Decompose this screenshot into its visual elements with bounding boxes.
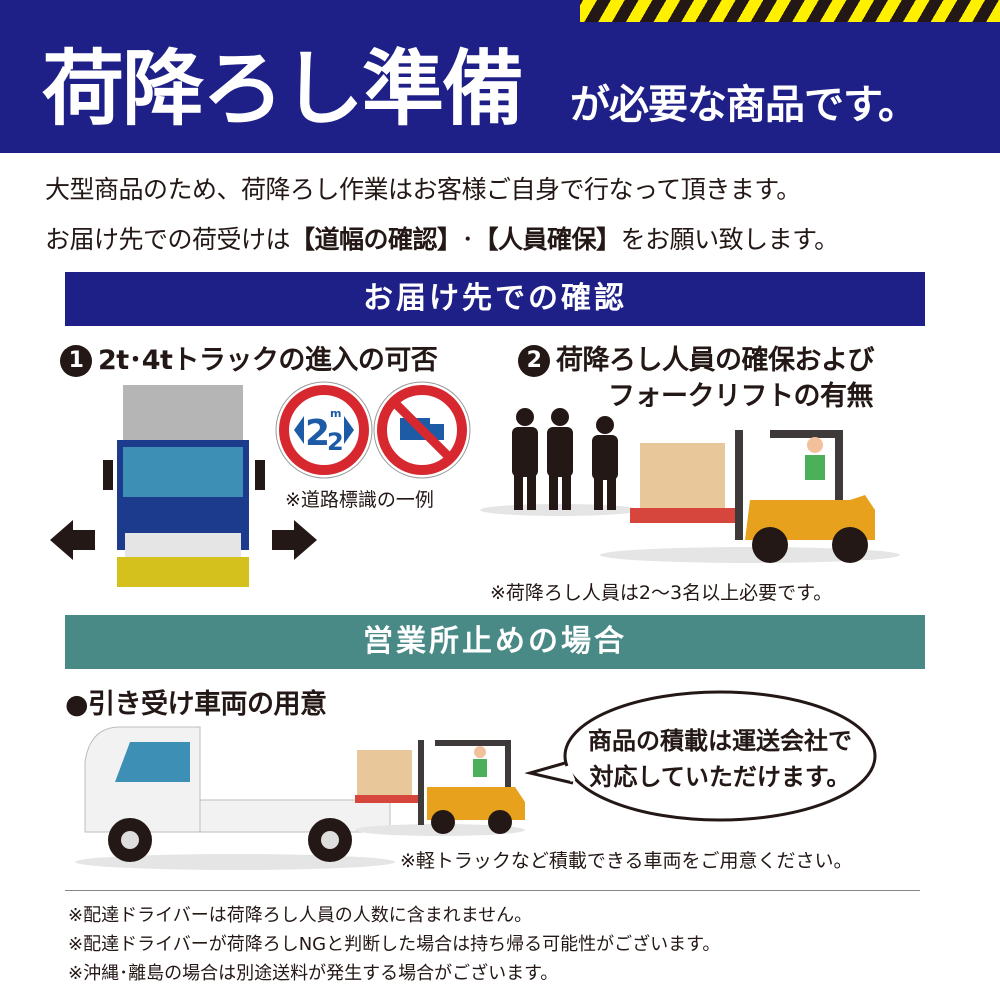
intro-text: お届け先での荷受けは [45,225,291,254]
pickup-vehicle-heading: ●引き受け車両の用意 [65,689,327,720]
item2-label: 荷降ろし人員の確保および [556,345,875,376]
divider [65,890,920,891]
section-office-pickup-title: 営業所止めの場合 [65,615,925,669]
separator: ･ [461,225,475,254]
light-truck-illustration [75,726,525,870]
page-title-suffix: が必要な商品です。 [570,82,918,128]
number-badge: 2 [518,345,550,377]
road-width-check: 【道幅の確認】 [290,225,462,254]
speech-bubble-text: 商品の積載は運送会社で 対応していただけます。 [570,723,870,795]
speech-bubble [525,690,877,822]
header-banner [0,0,1000,153]
vehicle-note: ※軽トラックなど積載できる車両をご用意ください。 [400,850,853,872]
road-signs: 2 2 m [275,381,471,479]
bubble-line-2: 対応していただけます。 [589,763,851,791]
height-limit-unit: m [330,407,341,420]
staff-secure: 【人員確保】 [473,225,622,254]
staff-forklift-illustration [480,408,900,563]
height-limit-value: 2 [305,413,330,454]
footnote: ※沖縄･離島の場合は別途送料が発生する場合がございます。 [68,963,559,984]
hazard-stripes [580,0,1000,22]
item1-label: 2t･4tトラックの進入の可否 [98,345,438,376]
sign-note: ※道路標識の一例 [285,489,434,511]
bubble-line-1: 商品の積載は運送会社で [588,727,852,755]
number-badge: 1 [60,345,92,377]
item2-label-line2: フォークリフトの有無 [608,381,874,412]
footnote: ※配達ドライバーは荷降ろし人員の人数に含まれません。 [68,905,533,926]
truck-front-illustration [50,385,317,587]
intro-line-1: 大型商品のため、荷降ろし作業はお客様ご自身で行なって頂きます。 [45,175,801,204]
footnote: ※配達ドライバーが荷降ろしNGと判断した場合は持ち帰る可能性がございます。 [68,934,721,955]
page-title: 荷降ろし準備 [42,42,524,137]
intro-text: をお願い致します。 [620,225,840,254]
staff-note: ※荷降ろし人員は2～3名以上必要です。 [490,582,833,604]
intro-line-2: お届け先での荷受けは【道幅の確認】･【人員確保】をお願い致します。 [45,220,839,256]
height-limit-decimal: 2 [327,428,344,456]
section-delivery-check-title: お届け先での確認 [65,272,925,326]
